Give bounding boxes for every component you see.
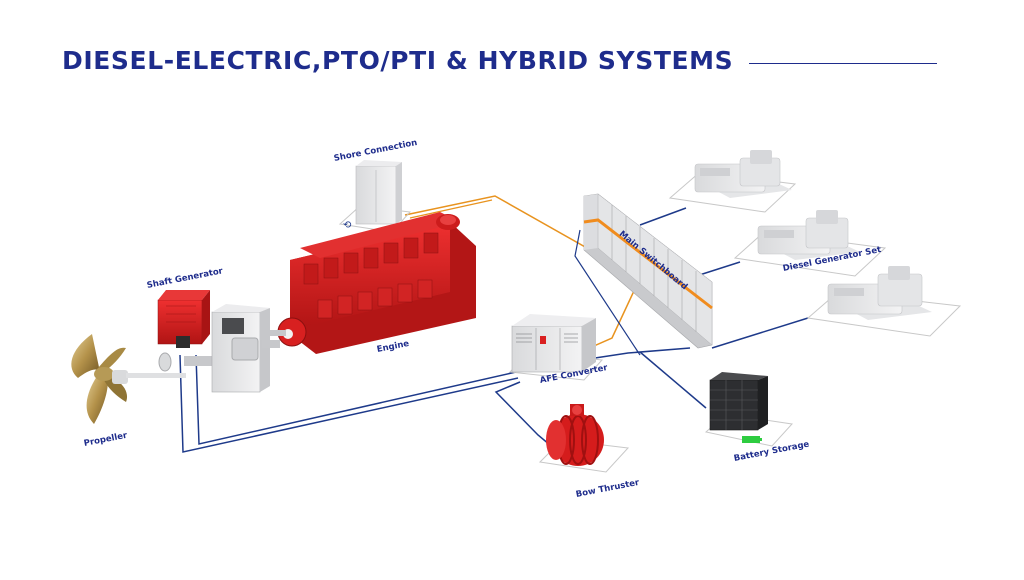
bow-thruster-line [494,381,551,446]
connection-lines [179,195,809,453]
genset-3-line [711,317,809,349]
battery-storage [704,372,793,447]
bow-thruster [538,404,630,473]
title-divider [749,63,937,64]
plug-icon: ⟲ [343,220,352,231]
shaft-generator-line-inner [195,354,517,445]
gearbox [211,304,280,393]
diesel-generator-set-3 [806,266,962,337]
diesel-generator-set-2 [733,210,887,277]
genset-1-line [639,207,687,226]
shaft-generator-line-outer [179,354,519,453]
diesel-generator-set-1 [668,150,797,213]
battery-line [639,351,707,409]
page-title: DIESEL-ELECTRIC,PTO/PTI & HYBRID SYSTEMS [62,46,734,75]
afe-converter [508,314,604,381]
main-switchboard [583,193,713,349]
shaft-generator [157,290,220,372]
shore-connection-cabinet: ⟲ [338,160,412,233]
propeller [71,334,186,424]
afe-switchboard-line [594,347,691,359]
main-engine [270,212,476,354]
battery-indicator-icon [742,436,760,443]
